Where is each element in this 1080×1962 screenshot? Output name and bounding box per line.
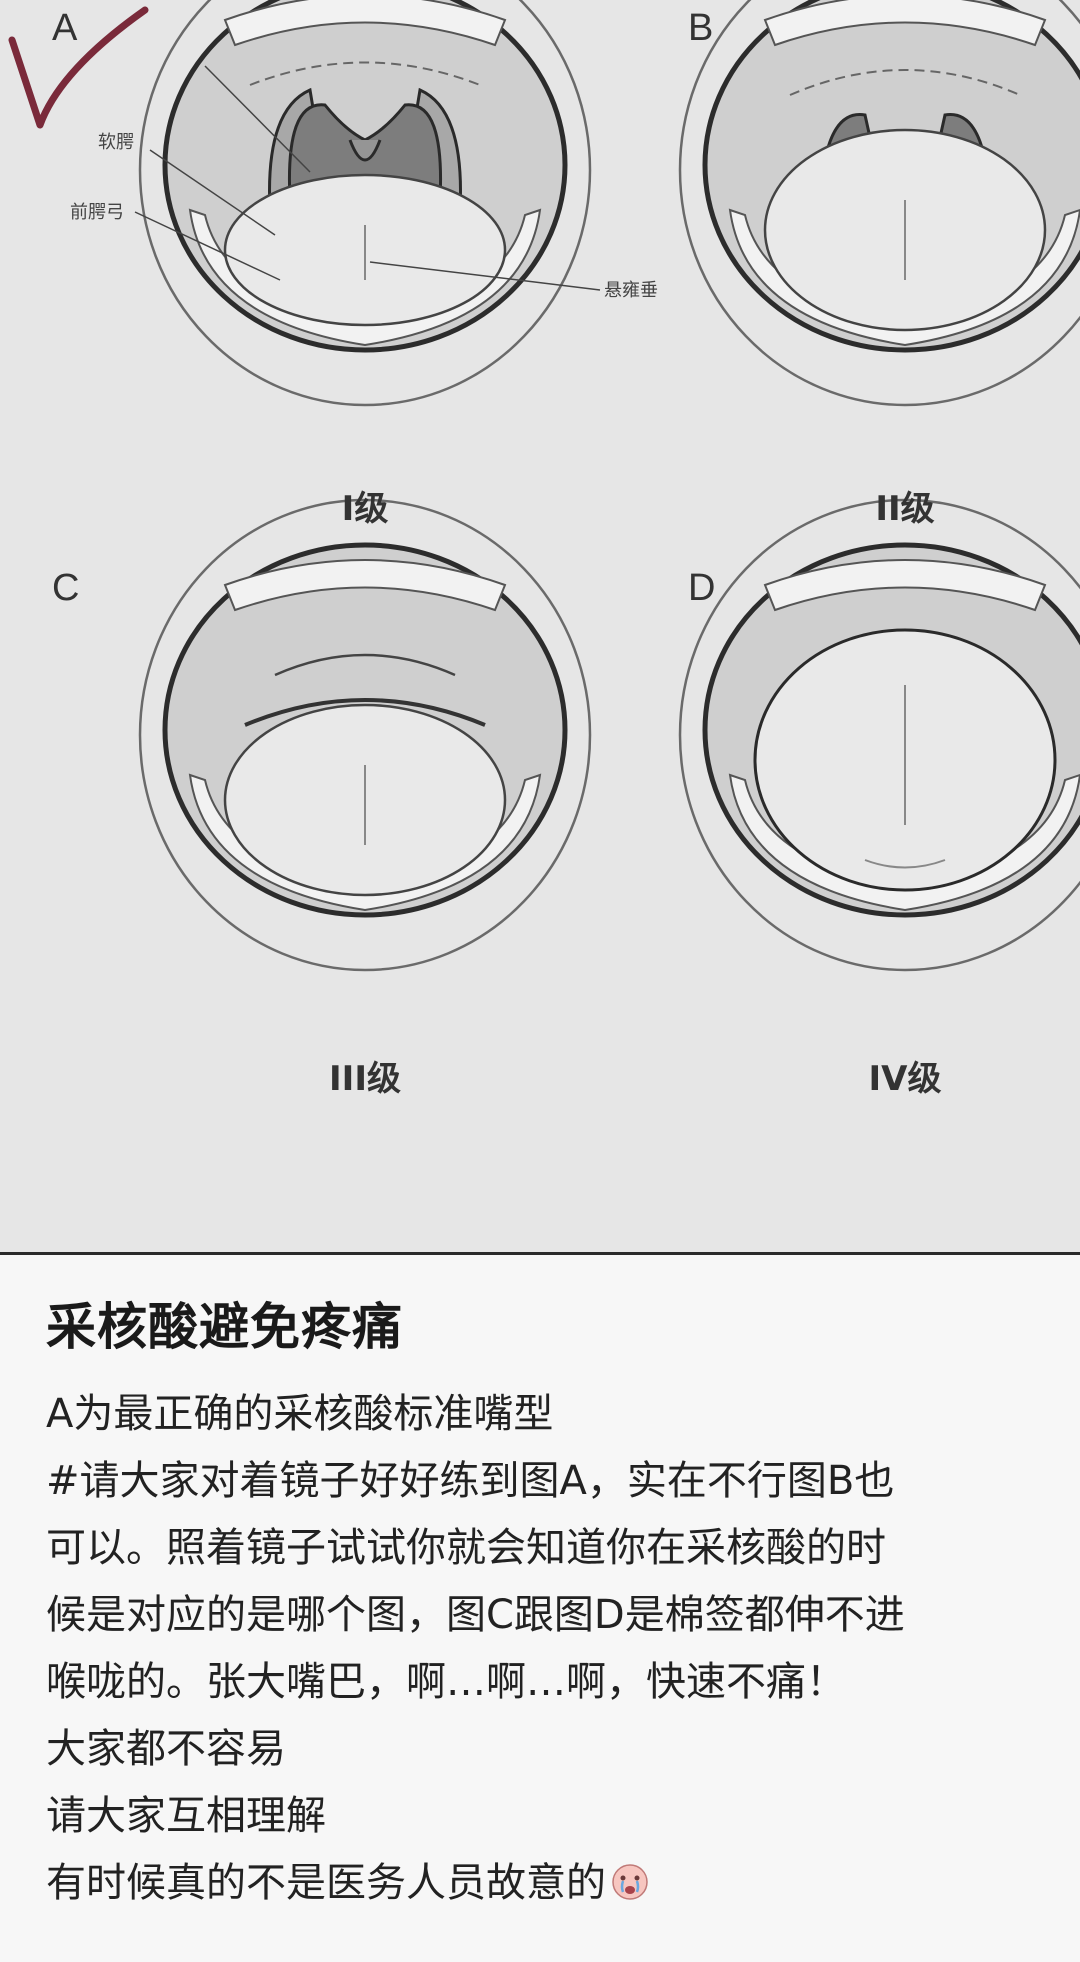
check-mark-icon <box>8 6 149 129</box>
panel-b <box>680 0 1080 405</box>
post-line-text: 有时候真的不是医务人员故意的 <box>46 1860 606 1906</box>
panel-letter-b: B <box>688 7 713 49</box>
post-line: 请大家互相理解 <box>46 1793 326 1839</box>
panel-letter-c: C <box>52 567 79 609</box>
post-line: 候是对应的是哪个图，图C跟图D是棉签都伸不进 <box>46 1592 905 1638</box>
panel-c <box>140 500 590 970</box>
grade-label-b: II级 <box>875 489 934 529</box>
panel-letter-d: D <box>688 567 715 609</box>
annotation-soft-palate: 软腭 <box>98 132 134 153</box>
post-body: A为最正确的采核酸标准嘴型 #请大家对着镜子好好练到图A，实在不行图B也 可以。… <box>46 1381 1036 1923</box>
post-line: 可以。照着镜子试试你就会知道你在采核酸的时 <box>46 1525 886 1571</box>
mallampati-figure: A B C D I级 II级 III级 IV级 软腭 前腭弓 悬雍垂 <box>0 0 1080 1254</box>
grade-label-c: III级 <box>329 1059 401 1099</box>
crying-face-emoji-icon <box>610 1856 650 1923</box>
panel-letter-a: A <box>52 7 78 49</box>
annotation-palatoglossal-arch: 前腭弓 <box>70 202 124 223</box>
post-line-last: 有时候真的不是医务人员故意的 <box>46 1850 1036 1923</box>
post-line: 喉咙的。张大嘴巴，啊…啊…啊，快速不痛！ <box>46 1659 846 1705</box>
panel-d <box>680 500 1080 970</box>
post-line: #请大家对着镜子好好练到图A，实在不行图B也 <box>46 1458 895 1504</box>
panel-a <box>140 0 590 405</box>
annotation-uvula: 悬雍垂 <box>604 280 658 301</box>
post-content: 采核酸避免疼痛 A为最正确的采核酸标准嘴型 #请大家对着镜子好好练到图A，实在不… <box>0 1255 1080 1962</box>
post-line: 大家都不容易 <box>46 1726 286 1772</box>
divider <box>0 1252 1080 1255</box>
post-line: A为最正确的采核酸标准嘴型 <box>46 1391 554 1437</box>
grade-label-d: IV级 <box>869 1059 942 1099</box>
grade-label-a: I级 <box>342 489 389 529</box>
post-title: 采核酸避免疼痛 <box>46 1298 403 1356</box>
